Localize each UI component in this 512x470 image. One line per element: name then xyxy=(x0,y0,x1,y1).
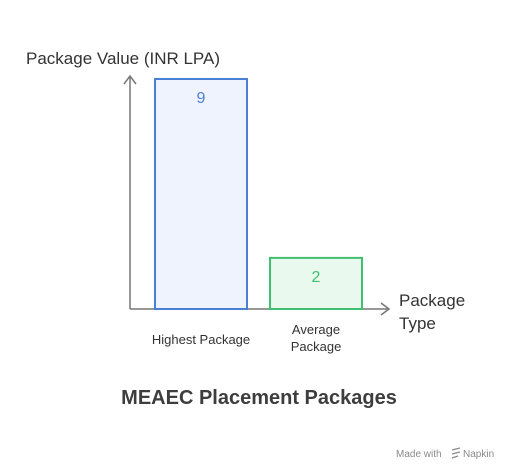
made-with-credit: Made with Napkin xyxy=(396,447,494,460)
credit-brand: Napkin xyxy=(463,449,494,460)
data-label: 9 xyxy=(197,90,206,107)
chart-title: MEAEC Placement Packages xyxy=(121,387,397,409)
credit-prefix: Made with xyxy=(396,449,442,460)
bar xyxy=(154,78,248,310)
data-label: 2 xyxy=(312,269,321,286)
y-axis-label: Package Value (INR LPA) xyxy=(26,49,220,68)
category-label: Highest Package xyxy=(152,332,250,347)
x-axis-arrow xyxy=(380,302,391,316)
napkin-logo-icon xyxy=(451,447,461,459)
y-axis-arrow xyxy=(123,74,137,85)
bar xyxy=(269,256,363,310)
